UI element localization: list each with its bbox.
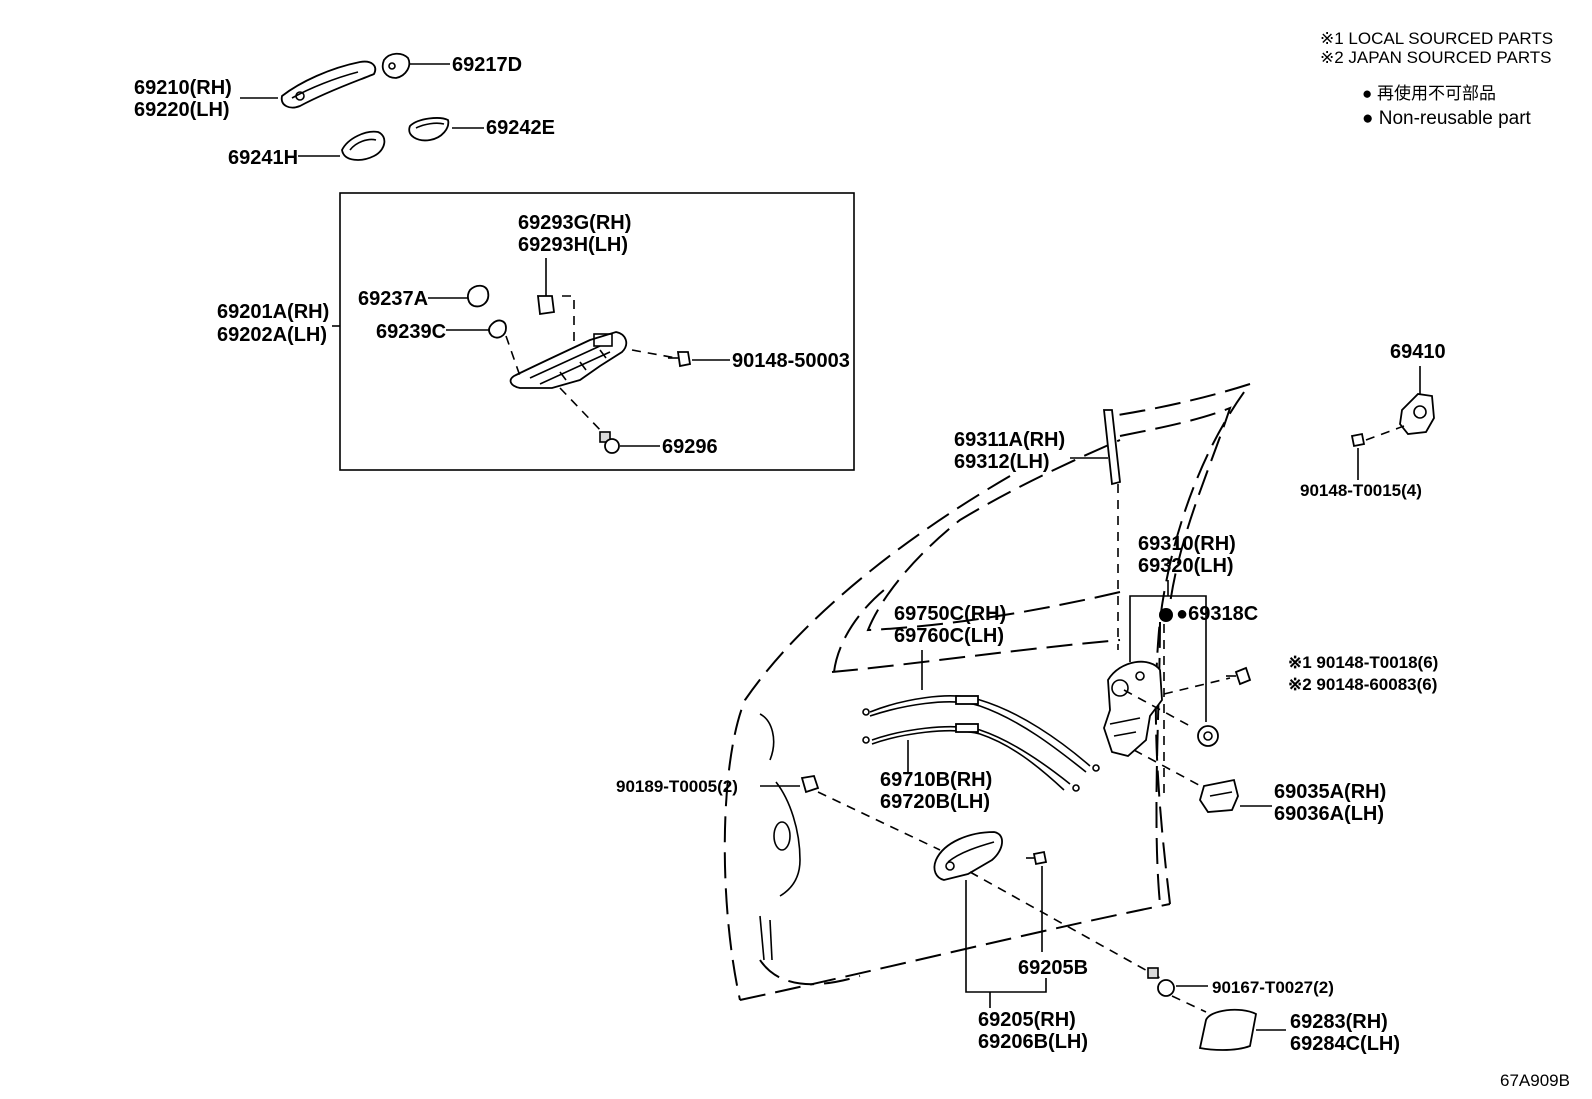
label-69312: 69312(LH) [954,451,1050,473]
label-69283: 69283(RH) [1290,1011,1388,1033]
label-69296: 69296 [662,436,718,458]
note-japan-sourced: ※2 JAPAN SOURCED PARTS [1320,48,1552,67]
note-nonreusable-jp: ● 再使用不可部品 [1362,83,1496,103]
handle-gasket-front [341,130,386,161]
label-90148-50003: 90148-50003 [732,350,850,372]
label-69237A: 69237A [358,288,428,310]
label-69284C: 69284C(LH) [1290,1033,1400,1055]
handle-bolt [1147,967,1175,997]
door-lock-assembly [1103,660,1163,757]
handle-gasket-rear [408,117,450,142]
label-69750C: 69750C(RH) [894,603,1006,625]
label-90148-60083: ※2 90148-60083(6) [1288,675,1437,694]
label-69410: 69410 [1390,341,1446,363]
label-69217D: 69217D [452,54,522,76]
nonreusable-marker [1159,608,1173,622]
label-69760C: 69760C(LH) [894,625,1004,647]
label-90167-T0027: 90167-T0027(2) [1212,978,1334,997]
frame-cushion [488,319,507,339]
handle-cover [1198,1008,1258,1051]
label-69242E: 69242E [486,117,555,139]
handle-frame-box [339,192,855,471]
lock-washer [1197,725,1219,747]
label-69210: 69210(RH) [134,77,232,99]
cable-clamp [800,774,820,794]
door-handle-frame [509,331,628,389]
label-69710B: 69710B(RH) [880,769,992,791]
note-nonreusable-en: ● Non-reusable part [1362,108,1532,129]
door-striker [1399,393,1435,435]
diagram-code: 67A909B [1500,1071,1570,1090]
label-69318C: ●69318C [1176,603,1258,625]
label-69720B: 69720B(LH) [880,791,990,813]
label-69036A: 69036A(LH) [1274,803,1384,825]
note-local-sourced: ※1 LOCAL SOURCED PARTS [1320,29,1553,48]
lock-screw [1226,666,1252,686]
label-69205B: 69205B [1018,957,1088,979]
label-69310: 69310(RH) [1138,533,1236,555]
label-90148-T0015: 90148-T0015(4) [1300,481,1422,500]
striker-screw [1350,432,1366,448]
label-90189-T0005: 90189-T0005(2) [616,777,738,796]
frame-bolt [599,431,620,454]
handle-cap [381,52,411,79]
label-69035A: 69035A(RH) [1274,781,1386,803]
outside-handle [280,60,377,109]
label-69320: 69320(LH) [1138,555,1234,577]
label-69293G: 69293G(RH) [518,212,631,234]
label-69293H: 69293H(LH) [518,234,628,256]
inside-handle [933,831,1003,881]
label-69220: 69220(LH) [134,99,230,121]
door-outline [723,383,1251,1001]
label-69311A: 69311A(RH) [954,429,1065,451]
label-69202A: 69202A(LH) [217,324,327,346]
inside-handle-screw [1026,850,1048,866]
label-69239C: 69239C [376,321,446,343]
label-90148-T0018: ※1 90148-T0018(6) [1288,653,1438,672]
lock-link-rod [1102,409,1121,486]
label-69201A: 69201A(RH) [217,301,329,323]
label-69205: 69205(RH) [978,1009,1076,1031]
label-69241H: 69241H [228,147,298,169]
frame-cap-piece [467,284,490,308]
lock-protector [1199,778,1239,813]
frame-screw [668,351,692,368]
frame-clip [536,295,556,316]
door-lock-cables [862,695,1100,792]
label-69206B: 69206B(LH) [978,1031,1088,1053]
